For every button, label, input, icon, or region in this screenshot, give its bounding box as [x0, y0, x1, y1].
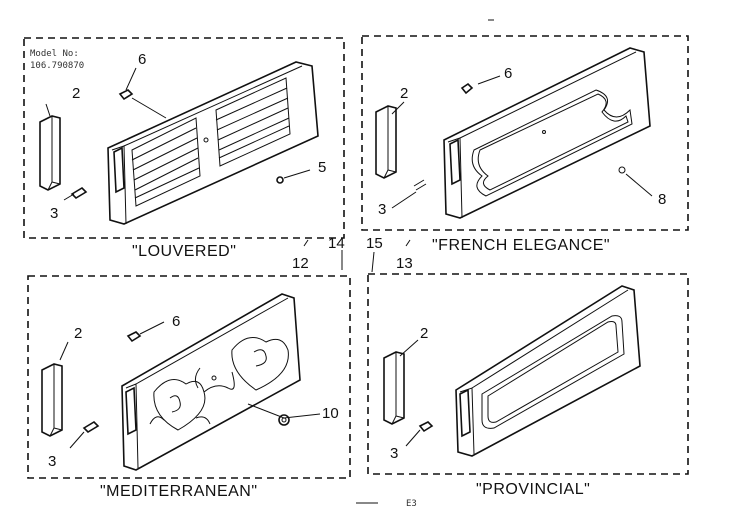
- leader-6: [477, 75, 501, 85]
- panel-mediterranean-frame: [27, 275, 351, 479]
- callout-15: 15: [366, 235, 383, 252]
- leader-2: [391, 101, 405, 115]
- part-screw-small: [276, 176, 284, 184]
- leader-10: [247, 403, 321, 419]
- callout-2: 2: [72, 85, 80, 102]
- callout-3: 3: [378, 201, 386, 218]
- leader-2: [399, 339, 419, 357]
- part-side-channel: [375, 105, 397, 179]
- callout-2: 2: [74, 325, 82, 342]
- provincial-grille: [455, 285, 641, 457]
- leader-8: [625, 173, 653, 197]
- callout-6: 6: [172, 313, 180, 330]
- model-number-value: 106.790870: [30, 61, 84, 71]
- part-screw-top: [118, 89, 134, 101]
- french-elegance-grille: [443, 47, 651, 219]
- panel-french-elegance: 6 2 3 8 "FRENCH ELEGANCE": [361, 35, 689, 254]
- callout-8: 8: [658, 191, 666, 208]
- callout-3: 3: [50, 205, 58, 222]
- leader-13: [405, 239, 411, 247]
- leader-12: [303, 239, 309, 247]
- part-screw: [82, 420, 100, 434]
- callout-3: 3: [48, 453, 56, 470]
- panel-mediterranean: 6 2 3 10 "MEDITERRANEAN": [27, 275, 351, 500]
- panel-french-elegance-frame: [361, 35, 689, 231]
- part-screw: [70, 186, 88, 200]
- part-screw: [413, 179, 427, 191]
- between-callouts: 12 14 15 13: [292, 235, 413, 273]
- leader-3: [69, 431, 85, 449]
- panel-provincial-frame: [367, 273, 689, 475]
- part-side-channel: [39, 115, 61, 191]
- leader-5: [283, 169, 311, 179]
- leader-6: [125, 67, 167, 119]
- louvered-grille: [107, 61, 319, 225]
- callout-6: 6: [138, 51, 146, 68]
- leader-6: [139, 321, 165, 335]
- leader-15: [371, 251, 375, 273]
- part-screw-small: [618, 166, 626, 174]
- part-screw-top: [460, 82, 474, 95]
- panel-title-provincial: "PROVINCIAL": [476, 481, 590, 498]
- part-screw-top: [126, 331, 142, 343]
- callout-3: 3: [390, 445, 398, 462]
- panel-title-louvered: "LOUVERED": [132, 243, 236, 260]
- callout-10: 10: [322, 405, 339, 422]
- callout-2: 2: [400, 85, 408, 102]
- callout-2: 2: [420, 325, 428, 342]
- leader-3: [391, 191, 417, 209]
- panel-louvered-frame: [23, 37, 345, 239]
- callout-14: 14: [328, 235, 345, 252]
- callout-6: 6: [504, 65, 512, 82]
- part-side-channel: [41, 363, 63, 437]
- leader-3: [405, 429, 421, 447]
- page-reference: E3: [406, 499, 417, 509]
- leader-3: [63, 193, 75, 201]
- mediterranean-grille: [121, 293, 301, 471]
- panel-title-mediterranean: "MEDITERRANEAN": [100, 483, 258, 500]
- part-screw: [418, 421, 434, 433]
- footer: E3: [356, 499, 417, 509]
- callout-12: 12: [292, 255, 309, 272]
- callout-13: 13: [396, 255, 413, 272]
- part-side-channel: [383, 351, 405, 425]
- panel-provincial: 2 3 "PROVINCIAL": [367, 273, 689, 498]
- model-number-label: Model No:: [30, 49, 79, 59]
- panel-title-french-elegance: "FRENCH ELEGANCE": [432, 237, 610, 254]
- panel-louvered: Model No: 106.790870: [23, 37, 345, 260]
- leader-2: [59, 341, 69, 361]
- callout-5: 5: [318, 159, 326, 176]
- leader-2: [45, 103, 51, 117]
